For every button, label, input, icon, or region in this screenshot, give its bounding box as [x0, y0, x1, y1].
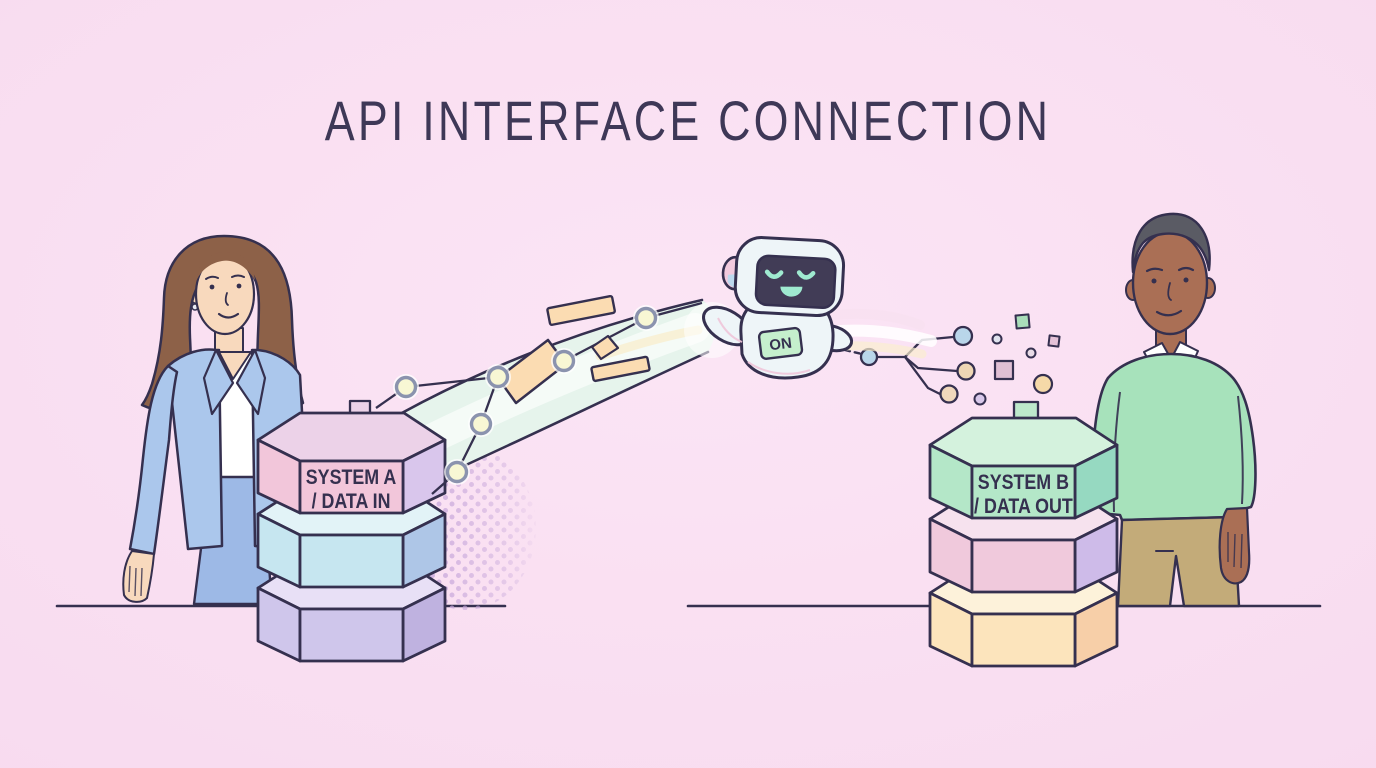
data-bit-circle — [973, 392, 987, 406]
robot-mouth — [780, 286, 803, 297]
woman-hand — [122, 550, 155, 603]
system-a-stack — [256, 411, 447, 663]
data-bit-circle — [1025, 347, 1037, 359]
woman-lapel-right — [235, 348, 267, 416]
man-hair — [1131, 212, 1211, 274]
data-bit-circle — [991, 333, 1003, 345]
robot: ON — [684, 236, 937, 380]
node — [486, 365, 510, 389]
data-packet-diamond — [590, 334, 620, 361]
system-a-label: SYSTEM A / DATA IN — [306, 466, 397, 514]
dashed-link — [843, 348, 864, 356]
data-bit-square — [1014, 313, 1031, 330]
circuit-node — [939, 384, 959, 404]
system-b-unit1 — [928, 416, 1119, 520]
node — [469, 412, 493, 436]
node — [552, 349, 576, 373]
system-b-stack — [928, 416, 1119, 668]
woman-face-features — [205, 274, 245, 319]
system-b-label-line2: / DATA OUT — [974, 495, 1073, 519]
man-hand-fingers — [1227, 532, 1243, 569]
data-bit-square — [993, 359, 1015, 381]
page-title: API INTERFACE CONNECTION — [325, 89, 1051, 152]
robot-face — [764, 269, 816, 280]
system-a-unit1 — [256, 411, 447, 515]
network-nodes — [393, 305, 659, 485]
system-b-label-line1: SYSTEM B — [978, 471, 1069, 495]
data-packet-ticket-2 — [590, 355, 651, 383]
woman-neckline — [218, 351, 252, 380]
system-a-label-line2: / DATA IN — [312, 490, 391, 514]
man-face-features — [1145, 266, 1195, 317]
data-network — [375, 294, 703, 495]
robot-badge-label: ON — [768, 335, 792, 355]
circuit-node — [956, 361, 976, 381]
circuit-node — [859, 347, 879, 367]
woman-hand-fingers — [128, 565, 143, 597]
woman-lapel-left — [202, 348, 235, 416]
robot-head — [721, 236, 846, 317]
woman-bangs — [196, 252, 255, 282]
node — [634, 306, 658, 330]
robot-screen — [754, 254, 837, 310]
scattered-data-bits — [973, 313, 1061, 406]
node — [445, 460, 469, 484]
robot-badge: ON — [757, 326, 804, 360]
system-a-label-line1: SYSTEM A — [306, 466, 397, 490]
data-packet-ticket-1 — [546, 294, 616, 326]
node — [394, 375, 418, 399]
system-b-label: SYSTEM B / DATA OUT — [974, 471, 1073, 519]
robot-body-seams — [717, 317, 811, 375]
circuit-node — [952, 325, 974, 347]
man-figure — [1090, 212, 1257, 608]
data-bit-square — [1047, 334, 1061, 348]
output-circuit — [843, 313, 1061, 406]
data-bit-circle — [1032, 373, 1054, 395]
